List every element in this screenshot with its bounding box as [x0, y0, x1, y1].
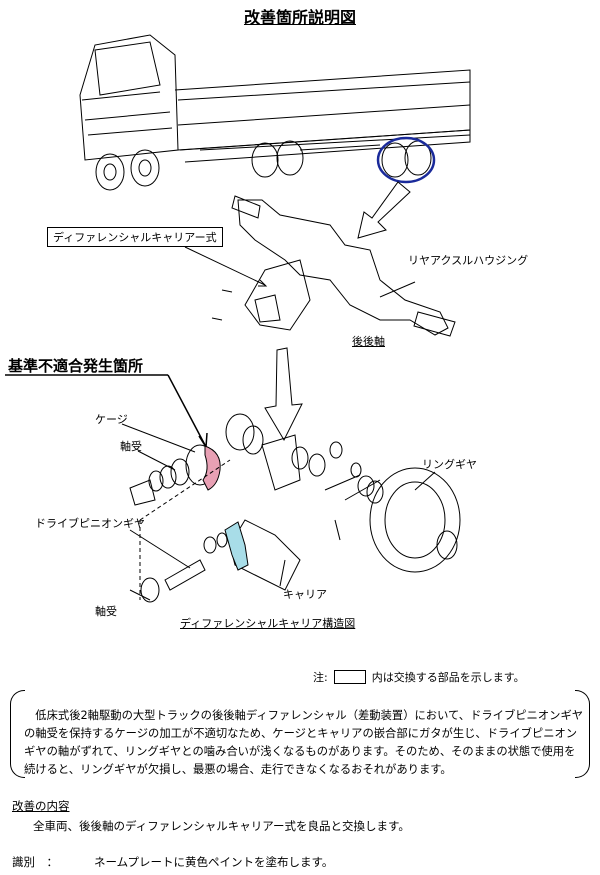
note-prefix: 注: — [313, 671, 328, 684]
identification-value: ネームプレートに黄色ペイントを塗布します。 — [94, 855, 334, 869]
description-block: 低床式後2軸駆動の大型トラックの後後軸ディファレンシャル（差動装置）において、ド… — [10, 690, 590, 778]
housing-label: リヤアクスルハウジング — [408, 254, 529, 267]
identification: 識別 ： ネームプレートに黄色ペイントを塗布します。 — [12, 854, 333, 870]
legend-note: 注: 内は交換する部品を示します。 — [313, 669, 525, 685]
cage-label: ケージ — [95, 413, 128, 426]
identification-label: 識別 ： — [12, 855, 58, 869]
ring-gear-label: リングギヤ — [422, 458, 477, 471]
drive-pinion-gear-label: ドライブピニオンギヤ — [35, 517, 145, 530]
note-text: 内は交換する部品を示します。 — [371, 671, 525, 684]
description-text: 低床式後2軸駆動の大型トラックの後後軸ディファレンシャル（差動装置）において、ド… — [24, 709, 584, 776]
arrow-icon — [264, 347, 303, 442]
axle-housing-illustration — [211, 195, 456, 337]
differential-exploded-illustration — [129, 413, 461, 603]
part-box-label: ディファレンシャルキャリアー式 — [47, 227, 223, 247]
carrier-highlight — [224, 521, 249, 571]
structure-caption: ディファレンシャルキャリア構造図 — [180, 617, 356, 630]
bearing-label: 軸受 — [120, 440, 142, 453]
diagram-drawing — [5, 34, 471, 603]
improvement-body: 全車両、後後軸のディファレンシャルキャリアー式を良品と交換します。 — [33, 819, 410, 833]
nonconformity-label: 基準不適合発生箇所 — [8, 357, 144, 375]
arrow-icon — [357, 181, 411, 239]
bracket-left — [10, 690, 25, 778]
truck-illustration — [79, 34, 471, 191]
carrier-label: キャリア — [283, 588, 327, 601]
axle-caption: 後後軸 — [352, 335, 385, 348]
page-title: 改善箇所説明図 — [0, 4, 600, 28]
legend-box-icon — [333, 670, 366, 684]
cage-highlight — [202, 445, 221, 491]
bearing-label: 軸受 — [95, 605, 117, 618]
highlight-circle — [376, 136, 436, 184]
improvement-heading: 改善の内容 — [12, 799, 70, 813]
title-text: 改善箇所説明図 — [243, 8, 356, 27]
